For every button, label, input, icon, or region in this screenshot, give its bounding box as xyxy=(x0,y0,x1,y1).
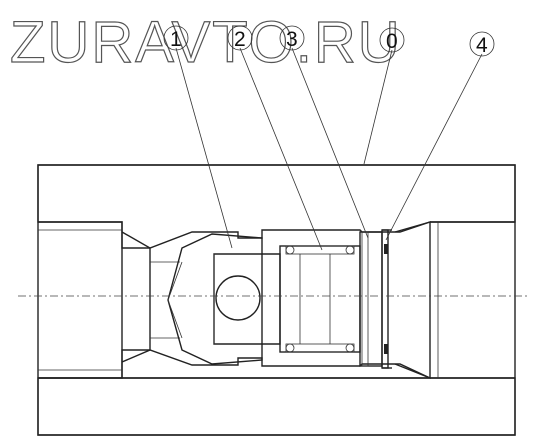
callout-2: 2 xyxy=(227,25,253,51)
watermark-text: ZURAVTO.RU xyxy=(10,10,402,75)
callout-1: 1 xyxy=(163,25,189,51)
callout-3: 3 xyxy=(279,25,305,51)
callout-4: 4 xyxy=(469,31,495,57)
poppet-part-1 xyxy=(167,233,281,365)
spring-coil xyxy=(345,245,355,255)
inlet-bore xyxy=(38,221,180,379)
valve-housing xyxy=(37,164,516,436)
callout-label: 2 xyxy=(234,28,246,51)
spring-guide-part-2-3 xyxy=(279,245,361,353)
callout-0: 0 xyxy=(379,27,405,53)
spring-coil xyxy=(285,343,295,353)
cross-hole xyxy=(215,275,261,321)
seal-and-retainer-part-0-4 xyxy=(359,229,392,369)
callout-label: 1 xyxy=(170,28,182,51)
callout-label: 3 xyxy=(286,28,298,51)
leader-lines xyxy=(175,47,483,251)
spring-coil xyxy=(345,343,355,353)
callout-label: 4 xyxy=(476,34,488,57)
callout-label: 0 xyxy=(386,30,398,53)
spring-coil xyxy=(285,245,295,255)
outlet-bore xyxy=(394,221,515,380)
